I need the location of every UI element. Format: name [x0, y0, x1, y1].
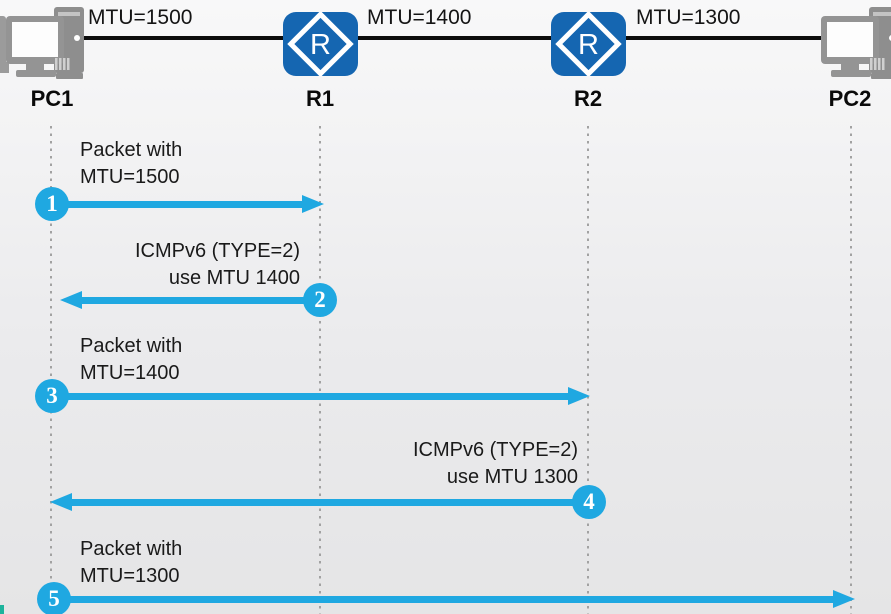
- message-arrow-4: [50, 493, 587, 511]
- step-badge-5: 5: [37, 582, 71, 614]
- pc-icon: [6, 7, 84, 79]
- step-badge-3: 3: [35, 379, 69, 413]
- message-1-line-2: MTU=1500: [80, 166, 180, 188]
- message-2-line-2: use MTU 1400: [168, 267, 300, 289]
- message-4-text: ICMPv6 (TYPE=2) use MTU 1300: [413, 437, 578, 491]
- device-label-pc2: PC2: [828, 86, 872, 111]
- arrow-shaft: [78, 296, 319, 304]
- message-4-line-1: ICMPv6 (TYPE=2): [412, 439, 578, 461]
- device-label-r1: R1: [305, 86, 335, 111]
- lifeline-r1: [319, 126, 321, 614]
- lifeline-r2: [587, 126, 589, 614]
- step-badge-2: 2: [303, 283, 337, 317]
- message-1-line-1: Packet with: [80, 139, 183, 161]
- link-mtu-label-3: MTU=1300: [636, 6, 741, 29]
- device-label-r2: R2: [573, 86, 603, 111]
- message-arrow-5: [56, 590, 855, 608]
- arrow-head-right-icon: [568, 387, 590, 405]
- arrow-head-right-icon: [302, 195, 324, 213]
- link-mtu-label-1: MTU=1500: [88, 6, 193, 29]
- topology-link-line: [66, 36, 832, 40]
- router-glyph: R: [310, 29, 331, 61]
- arrow-head-right-icon: [833, 590, 855, 608]
- message-arrow-3: [54, 387, 590, 405]
- device-label-pc1: PC1: [30, 86, 74, 111]
- message-5-text: Packet with MTU=1300: [80, 536, 182, 590]
- arrow-shaft: [54, 392, 572, 400]
- cropped-monitor-icon: [0, 16, 6, 66]
- arrow-shaft: [54, 200, 306, 208]
- message-1-text: Packet with MTU=1500: [80, 137, 182, 191]
- message-3-line-2: MTU=1400: [80, 362, 180, 384]
- lifeline-pc1: [50, 126, 52, 614]
- cropped-monitor-foot-icon: [0, 62, 9, 73]
- message-3-text: Packet with MTU=1400: [80, 333, 182, 387]
- step-badge-1: 1: [35, 187, 69, 221]
- arrow-head-left-icon: [60, 291, 82, 309]
- message-arrow-1: [54, 195, 324, 213]
- message-2-line-1: ICMPv6 (TYPE=2): [134, 240, 300, 262]
- message-2-text: ICMPv6 (TYPE=2) use MTU 1400: [135, 238, 300, 292]
- router-icon: R: [551, 12, 626, 76]
- message-5-line-1: Packet with: [80, 538, 183, 560]
- router-icon: R: [283, 12, 358, 76]
- arrow-head-left-icon: [50, 493, 72, 511]
- message-4-line-2: use MTU 1300: [446, 466, 578, 488]
- arrow-shaft: [56, 595, 837, 603]
- lifeline-pc2: [850, 126, 852, 614]
- video-artifact: [0, 605, 4, 614]
- link-mtu-label-2: MTU=1400: [367, 6, 472, 29]
- step-badge-4: 4: [572, 485, 606, 519]
- arrow-shaft: [68, 498, 587, 506]
- message-3-line-1: Packet with: [80, 335, 183, 357]
- pc-icon: [821, 7, 891, 79]
- router-glyph: R: [578, 29, 599, 61]
- message-5-line-2: MTU=1300: [80, 565, 180, 587]
- message-arrow-2: [60, 291, 319, 309]
